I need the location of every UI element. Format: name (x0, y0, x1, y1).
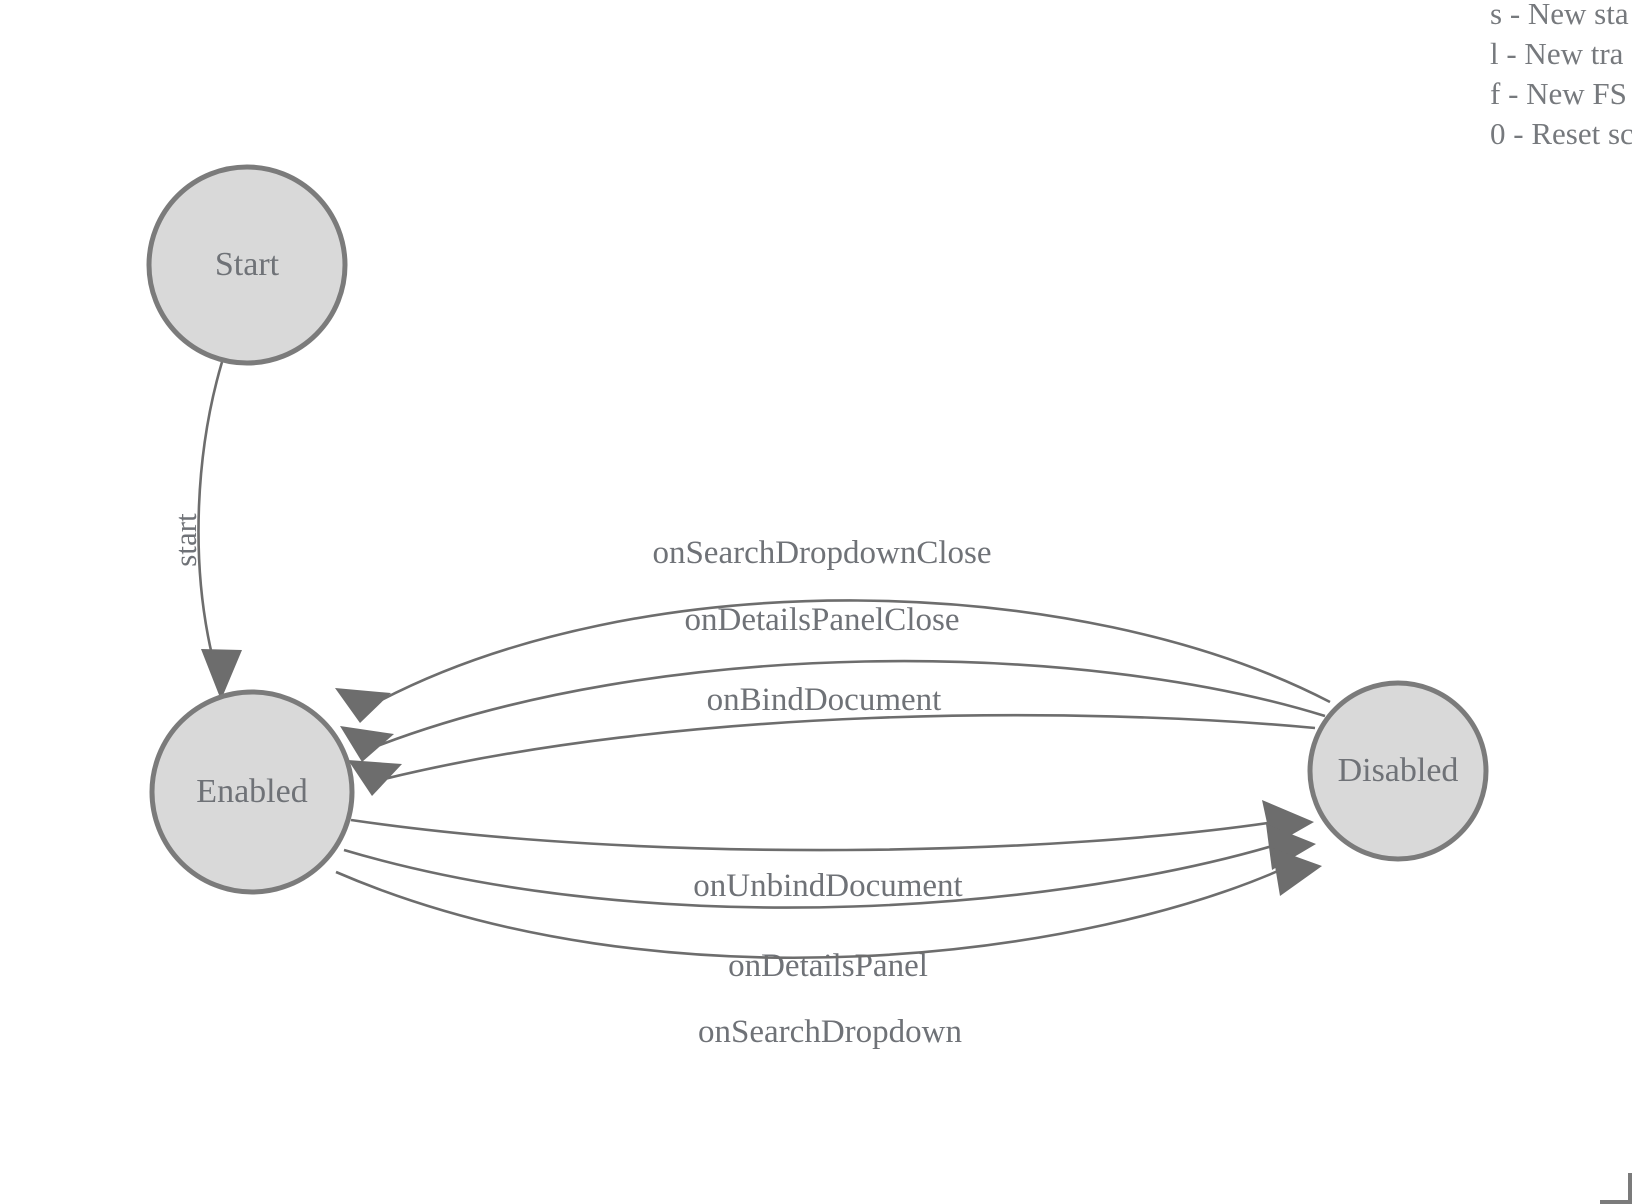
transition-arrowhead (348, 760, 402, 796)
transition-edge-path[interactable] (197, 361, 224, 656)
transition-label-onSearchDropdown: onSearchDropdown (698, 1014, 962, 1050)
transition-label-onDetailsPanelClose: onDetailsPanelClose (685, 602, 960, 638)
state-label-start: Start (215, 246, 280, 283)
transition-edge-path[interactable] (371, 659, 1326, 750)
transition-disabled-to-enabled-search-close[interactable]: onSearchDropdownClose (335, 535, 1331, 723)
transition-enabled-to-disabled-details[interactable]: onDetailsPanel (343, 824, 1316, 984)
transition-arrowhead (1272, 848, 1322, 896)
state-node-disabled[interactable]: Disabled (1307, 680, 1489, 862)
frame-right-edge (1628, 1173, 1632, 1204)
transition-edge-path[interactable] (343, 838, 1293, 909)
state-label-disabled: Disabled (1338, 752, 1459, 789)
state-circle[interactable] (149, 689, 355, 895)
transition-label-onUnbindDocument: onUnbindDocument (693, 868, 962, 904)
transition-arrowhead (201, 649, 242, 700)
transition-arrowhead (335, 688, 391, 723)
help-line-reset: 0 - Reset sc (1490, 116, 1632, 151)
transition-label-onBindDocument: onBindDocument (707, 682, 942, 718)
panel-frame-corner (1600, 1173, 1632, 1204)
transition-enabled-to-disabled-search[interactable]: onSearchDropdown (335, 848, 1322, 1050)
transition-edge-path[interactable] (350, 818, 1289, 852)
frame-bottom-edge (1600, 1200, 1632, 1204)
transition-edge-path[interactable] (369, 599, 1331, 708)
transition-disabled-to-enabled-details-close[interactable]: onDetailsPanelClose (340, 602, 1326, 762)
transition-label-onSearchDropdownClose: onSearchDropdownClose (652, 535, 991, 571)
help-line-new-transition: l - New tra (1490, 36, 1624, 71)
state-circle[interactable] (146, 164, 348, 366)
transition-edge-path[interactable] (335, 860, 1299, 960)
transition-start-to-enabled[interactable]: start (168, 361, 242, 700)
transition-arrowhead (340, 726, 394, 762)
transition-disabled-to-enabled-bind[interactable]: onBindDocument (348, 682, 1316, 796)
state-node-start[interactable]: Start (146, 164, 348, 366)
help-legend: s - New sta l - New tra f - New FS 0 - R… (1490, 0, 1632, 151)
help-line-new-state: s - New sta (1490, 0, 1629, 31)
state-circle[interactable] (1307, 680, 1489, 862)
transition-enabled-to-disabled-unbind[interactable]: onUnbindDocument (350, 800, 1314, 904)
transition-edge-path[interactable] (379, 713, 1316, 782)
state-label-enabled: Enabled (196, 773, 307, 810)
help-line-new-fsm: f - New FS (1490, 76, 1627, 111)
transition-label-start: start (168, 513, 203, 567)
state-node-enabled[interactable]: Enabled (149, 689, 355, 895)
